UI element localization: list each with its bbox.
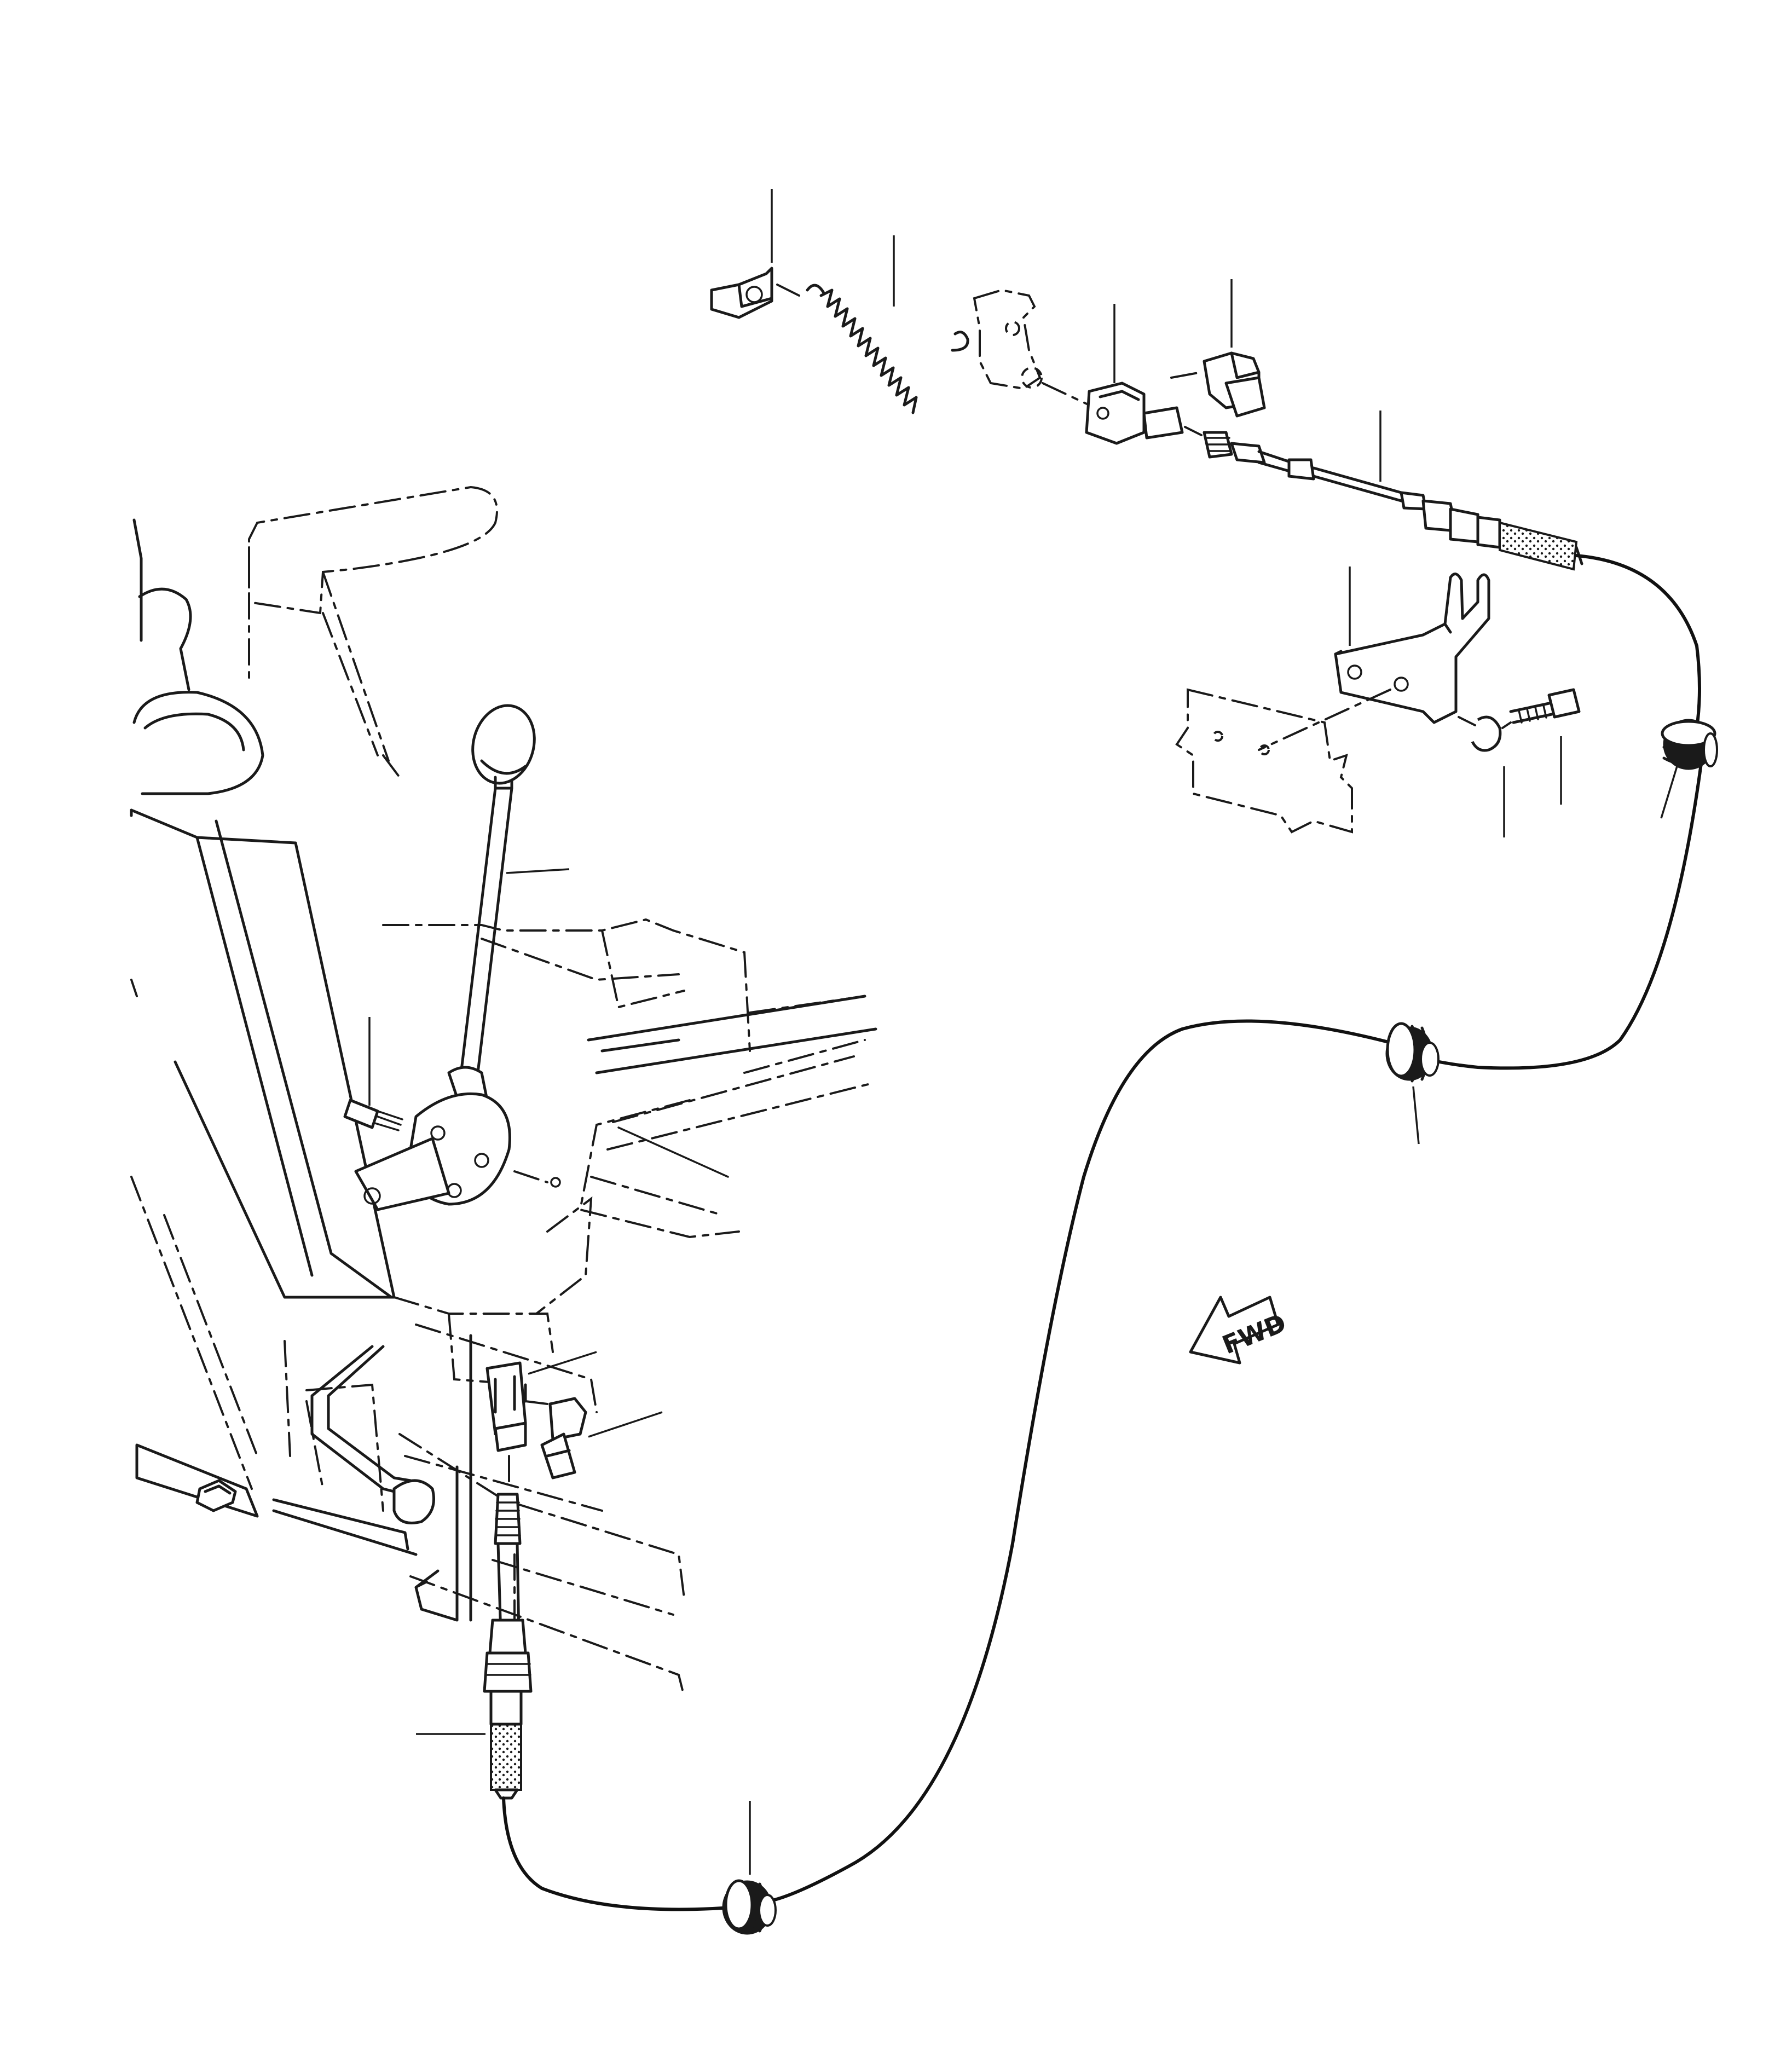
lower-cable-end	[483, 1361, 587, 1800]
grommet-upper	[1661, 719, 1718, 770]
callout-leaders	[368, 189, 1680, 1875]
tractor-body-outline	[130, 486, 877, 1698]
return-spring	[806, 284, 969, 414]
upper-linkage	[710, 267, 1583, 571]
throttle-lever	[343, 704, 561, 1211]
throttle-cable	[502, 554, 1704, 1911]
grommet-middle	[1385, 1022, 1440, 1083]
fwd-direction-arrow: FWD	[1189, 1296, 1290, 1365]
grommet-lower	[722, 1879, 777, 1935]
cable-mounting-bracket	[1175, 573, 1581, 834]
